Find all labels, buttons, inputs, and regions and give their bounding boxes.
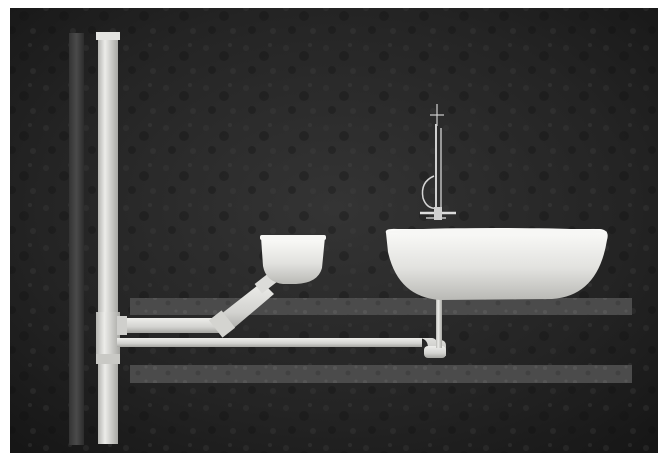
lower-concrete-slab [130,365,632,383]
toilet-rim [260,235,326,240]
sink-trap-body [424,346,446,358]
sink-rim [387,228,607,236]
structural-column [69,33,84,445]
toilet-drain-joint [117,316,127,335]
stack-pipe-lower-joint [96,354,120,364]
wall-hung-toilet [261,237,325,284]
stack-pipe-cap [96,32,120,40]
stack-pipe-joint [96,312,120,358]
vessel-sink [386,229,608,300]
sink-drain-pipe [117,338,422,347]
sink-tailpiece [436,298,442,348]
upper-concrete-slab [130,298,632,315]
vertical-stack-pipe [98,36,118,444]
toilet-drain-pipe [117,318,224,333]
